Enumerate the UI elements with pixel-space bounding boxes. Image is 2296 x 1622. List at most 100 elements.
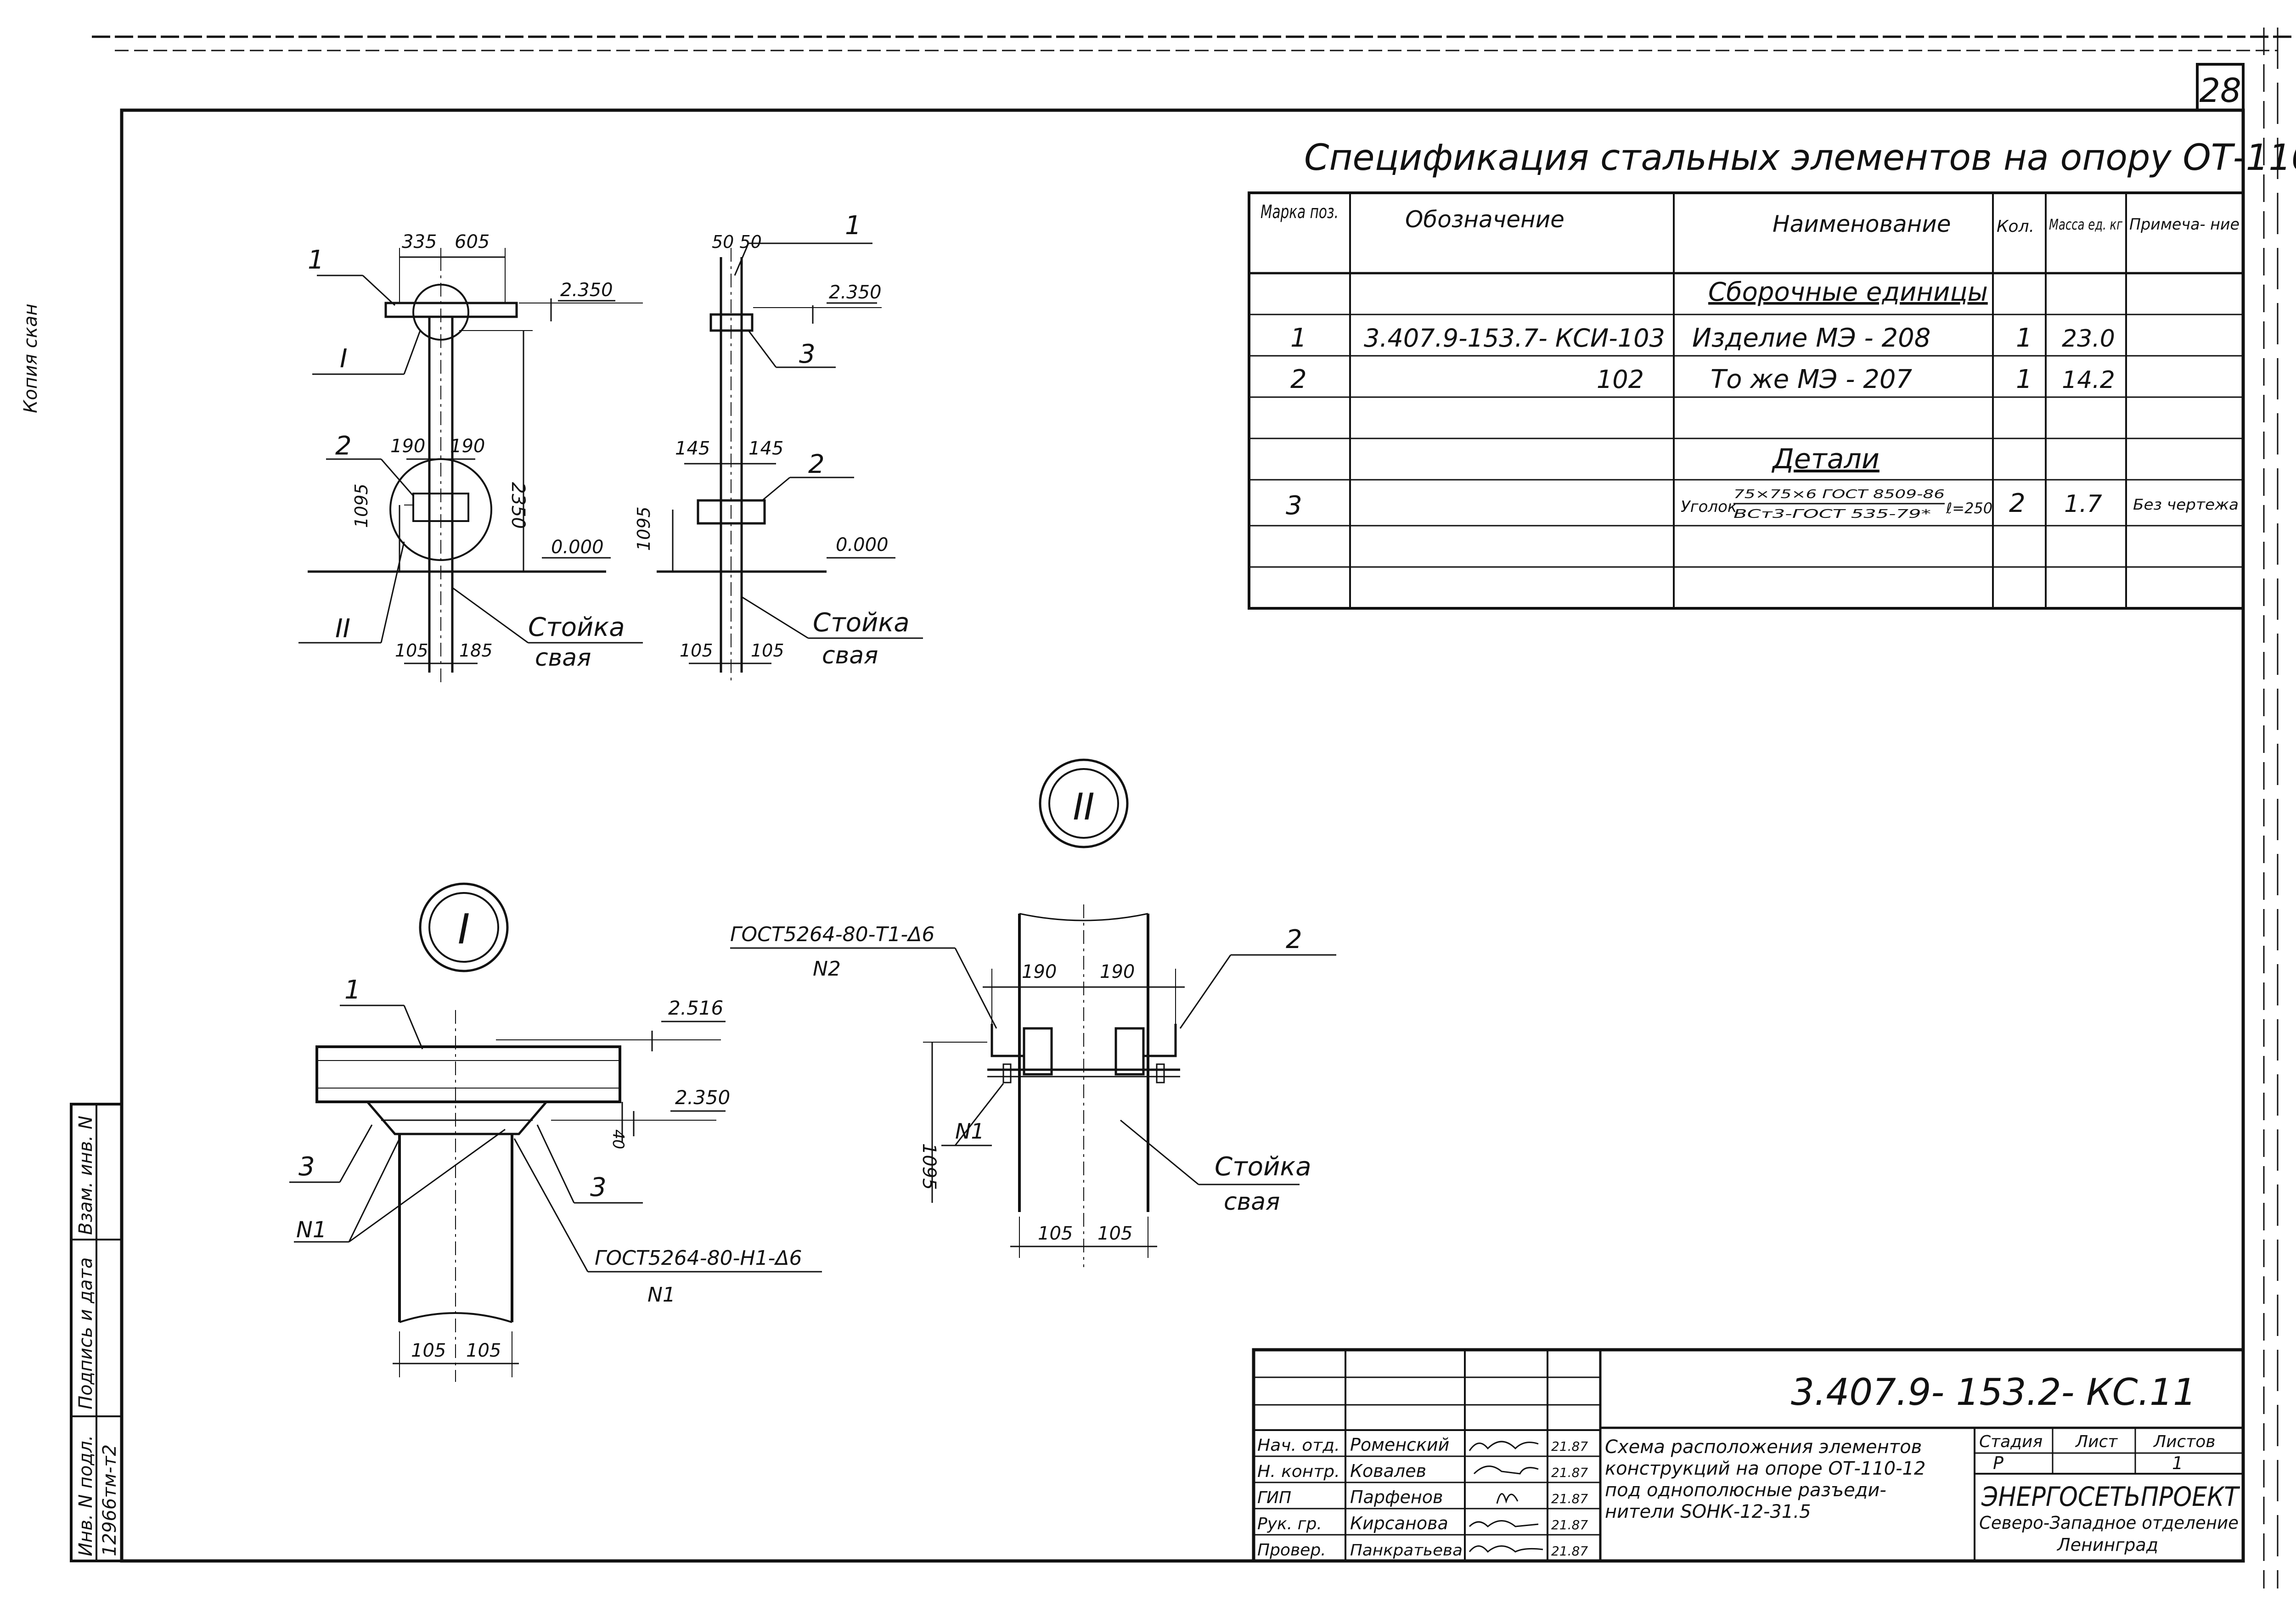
node-II-dim-1095: 1095 bbox=[918, 1143, 940, 1190]
node-II-dim-190a: 190 bbox=[1022, 961, 1057, 982]
side-dim-145a: 145 bbox=[675, 438, 710, 459]
staff-4-role: Рук. гр. bbox=[1257, 1515, 1322, 1533]
org-name: ЭНЕРГОСЕТЬПРОЕКТ bbox=[1981, 1481, 2240, 1512]
drawing-code: 3.407.9- 153.2- КС.11 bbox=[1791, 1371, 2196, 1414]
staff-4-date: 21.87 bbox=[1551, 1517, 1588, 1532]
node-I-dim-105b: 105 bbox=[466, 1340, 501, 1361]
margin-note: Копия скан bbox=[20, 303, 41, 413]
node-I-callout-1: 1 bbox=[344, 975, 361, 1005]
staff-3-role: ГИП bbox=[1257, 1488, 1291, 1507]
staff-2-date: 21.87 bbox=[1551, 1465, 1588, 1480]
staff-4-signature bbox=[1469, 1520, 1539, 1528]
node-I-title: I bbox=[458, 905, 470, 954]
col-mass-header: Масса ед. кг bbox=[2049, 216, 2122, 233]
stamp-inv-number: 12966тм-т2 bbox=[99, 1444, 120, 1556]
row1-qty: 1 bbox=[2016, 323, 2032, 353]
staff-2-name: Ковалев bbox=[1350, 1461, 1426, 1481]
drawing-description: Схема расположения элементов конструкций… bbox=[1605, 1437, 1931, 1522]
sheets-value: 1 bbox=[2172, 1453, 2183, 1473]
front-dim-1095: 1095 bbox=[351, 483, 371, 528]
stamp-inv-replace: Взам. инв. N bbox=[75, 1116, 96, 1235]
org-branch: Северо-Западное отделение bbox=[1979, 1513, 2239, 1533]
node-II-weld-std-sub: N2 bbox=[813, 957, 841, 981]
node-II-weld-std: ГОСТ5264-80-Т1-Δ6 bbox=[730, 923, 934, 946]
node-I-level-top: 2.516 bbox=[668, 997, 723, 1019]
front-dim-105: 105 bbox=[395, 640, 428, 661]
sheet-label: Лист bbox=[2075, 1432, 2118, 1451]
row3-name-suffix: ℓ=250 bbox=[1946, 500, 1992, 517]
stamp-sign-date: Подпись и дата bbox=[75, 1257, 96, 1409]
staff-2-role: Н. контр. bbox=[1257, 1462, 1340, 1481]
row1-name: Изделие МЭ - 208 bbox=[1692, 323, 1930, 353]
col-note-header: Примеча- ние bbox=[2129, 215, 2240, 234]
staff-1-role: Нач. отд. bbox=[1257, 1436, 1340, 1455]
node-II-label-post: Стойка bbox=[1215, 1152, 1311, 1182]
side-dim-1095: 1095 bbox=[634, 506, 654, 551]
front-dim-185: 185 bbox=[459, 640, 493, 661]
row2-mass: 14.2 bbox=[2062, 366, 2115, 394]
row1-mark: 1 bbox=[1290, 323, 1307, 353]
drawing-description-full: Схема расположения элементов конструкций… bbox=[1605, 1551, 1634, 1552]
spec-title: Спецификация стальных элементов на опору… bbox=[1304, 137, 2296, 179]
staff-5-role: Провер. bbox=[1257, 1541, 1326, 1560]
front-dim-190a: 190 bbox=[390, 436, 425, 457]
front-dim-335: 335 bbox=[402, 231, 437, 253]
org-city: Ленинград bbox=[2056, 1535, 2158, 1555]
side-level-top: 2.350 bbox=[829, 282, 882, 303]
node-II-label-pile: свая bbox=[1224, 1188, 1280, 1216]
side-dim-105b: 105 bbox=[751, 640, 784, 661]
row2-qty: 1 bbox=[2016, 365, 2032, 394]
side-stamp: Взам. инв. N Подпись и дата Инв. N подл.… bbox=[70, 1103, 123, 1562]
side-label-post: Стойка bbox=[813, 608, 910, 638]
section-details: Детали bbox=[1771, 443, 1880, 475]
front-level-top: 2.350 bbox=[560, 280, 613, 301]
staff-1-signature bbox=[1469, 1441, 1539, 1451]
node-I-detail: I 2.516 2.350 40 1 3 3 bbox=[289, 882, 822, 1382]
section-assemblies: Сборочные единицы bbox=[1708, 277, 1988, 307]
node-I-level-mid: 2.350 bbox=[675, 1086, 730, 1109]
stamp-inv-orig: Инв. N подл. bbox=[75, 1435, 96, 1556]
node-II-detail: II 190 190 1095 ГОСТ5264-80-Т1-Δ6 N2 2 bbox=[730, 758, 1336, 1267]
staff-2-signature bbox=[1473, 1465, 1539, 1475]
sheet-number: 28 bbox=[2199, 71, 2241, 110]
side-dim-105a: 105 bbox=[680, 640, 713, 661]
staff-3-date: 21.87 bbox=[1551, 1491, 1588, 1506]
col-name-header: Наименование bbox=[1773, 211, 1951, 237]
row3-mass: 1.7 bbox=[2064, 490, 2102, 518]
row3-name-bottom: ВСт3-ГОСТ 535-79* bbox=[1733, 507, 1931, 521]
description-line-1: Схема расположения элементов bbox=[1605, 1437, 1922, 1458]
col-designation-header: Обозначение bbox=[1405, 206, 1564, 233]
front-dim-605: 605 bbox=[455, 231, 490, 253]
row3-name-top: 75×75×6 ГОСТ 8509-86 bbox=[1733, 488, 1945, 501]
specification-table: Спецификация стальных элементов на опору… bbox=[1248, 137, 2296, 610]
row3-name-prefix: Уголок bbox=[1681, 498, 1737, 516]
staff-1-date: 21.87 bbox=[1551, 1439, 1588, 1454]
row2-mark: 2 bbox=[1290, 365, 1307, 394]
row2-designation: 102 bbox=[1597, 365, 1644, 394]
node-I-dim-105a: 105 bbox=[411, 1340, 446, 1361]
description-line-2: конструкций на опоре ОТ-110-12 bbox=[1605, 1458, 1925, 1479]
staff-4-name: Кирсанова bbox=[1350, 1513, 1448, 1533]
node-II-callout-2: 2 bbox=[1286, 925, 1302, 954]
sheets-label: Листов bbox=[2153, 1432, 2215, 1451]
front-level-ground: 0.000 bbox=[551, 537, 604, 558]
side-callout-2: 2 bbox=[808, 449, 825, 479]
node-II-dim-105a: 105 bbox=[1038, 1223, 1073, 1244]
node-I-dim-40: 40 bbox=[609, 1129, 627, 1149]
staff-3-signature bbox=[1496, 1493, 1519, 1504]
row1-mass: 23.0 bbox=[2062, 325, 2115, 353]
side-view: 50 50 2.350 1 3 2 145 145 1095 0.000 105… bbox=[634, 211, 923, 684]
front-dim-2350: 2350 bbox=[507, 482, 529, 529]
staff-3-name: Парфенов bbox=[1350, 1487, 1443, 1507]
col-qty-header: Кол. bbox=[1997, 217, 2034, 236]
front-callout-1: 1 bbox=[308, 245, 324, 275]
side-level-ground: 0.000 bbox=[836, 534, 889, 556]
node-I-callout-3a: 3 bbox=[298, 1152, 315, 1182]
staff-1-name: Роменский bbox=[1350, 1435, 1449, 1455]
node-II-title: II bbox=[1073, 786, 1094, 828]
node-II-dim-190b: 190 bbox=[1100, 961, 1135, 982]
front-node-II: II bbox=[335, 614, 350, 644]
side-label-pile: свая bbox=[822, 642, 878, 669]
front-label-post: Стойка bbox=[528, 612, 625, 642]
